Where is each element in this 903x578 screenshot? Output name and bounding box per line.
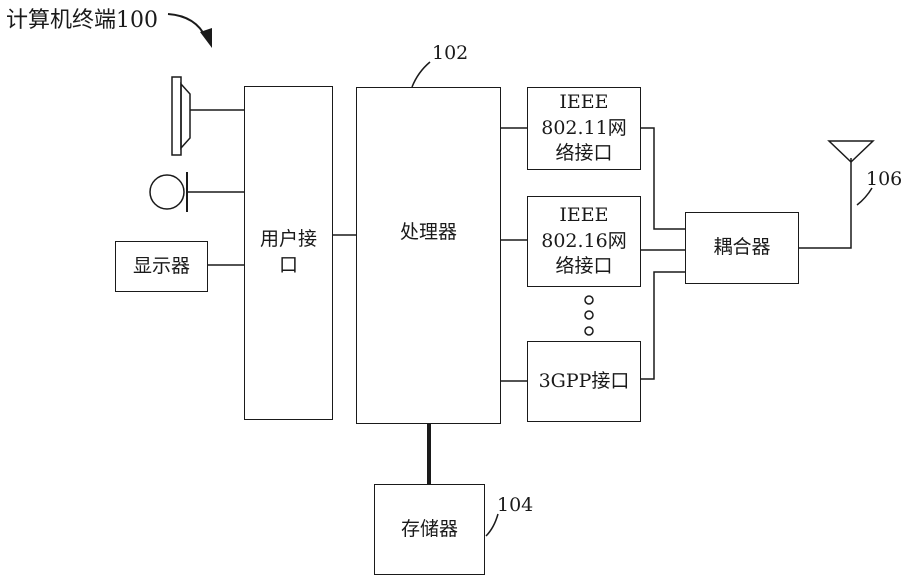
ieee80211-block: IEEE 802.11网 络接口 <box>527 87 641 170</box>
ieee80211-line1: IEEE <box>541 90 626 116</box>
coupler-label: 耦合器 <box>713 235 770 261</box>
ellipsis-dots <box>585 296 593 335</box>
coupler-block: 耦合器 <box>685 212 799 284</box>
ieee80216-line1: IEEE <box>541 203 626 229</box>
memory-ref-leader <box>486 514 498 536</box>
processor-block: 处理器 <box>356 87 501 424</box>
microphone-icon <box>150 172 187 212</box>
ieee80216-line2: 802.16网 <box>541 229 626 255</box>
user-interface-label-line2: 口 <box>260 253 317 279</box>
antenna-ref: 106 <box>866 168 902 190</box>
terminal-label: 计算机终端100 <box>6 2 158 34</box>
ieee80216-block: IEEE 802.16网 络接口 <box>527 196 641 287</box>
processor-ref-leader <box>412 62 430 87</box>
processor-label: 处理器 <box>400 220 457 246</box>
user-interface-label-line1: 用户接 <box>260 227 317 253</box>
terminal-pointer-arrow <box>168 14 206 38</box>
ieee80211-line2: 802.11网 <box>541 116 626 142</box>
ieee80216-line3: 络接口 <box>541 254 626 280</box>
memory-label: 存储器 <box>401 517 458 543</box>
gpp-block: 3GPP接口 <box>527 341 641 422</box>
ieee80211-line3: 络接口 <box>541 141 626 167</box>
gpp-label: 3GPP接口 <box>539 369 630 395</box>
display-label: 显示器 <box>133 254 190 280</box>
user-interface-block: 用户接 口 <box>244 86 333 420</box>
antenna-ref-leader <box>857 188 872 205</box>
speaker-icon <box>172 77 190 155</box>
memory-block: 存储器 <box>374 484 485 575</box>
processor-ref: 102 <box>432 42 468 64</box>
memory-ref: 104 <box>497 494 533 516</box>
display-block: 显示器 <box>115 241 208 292</box>
